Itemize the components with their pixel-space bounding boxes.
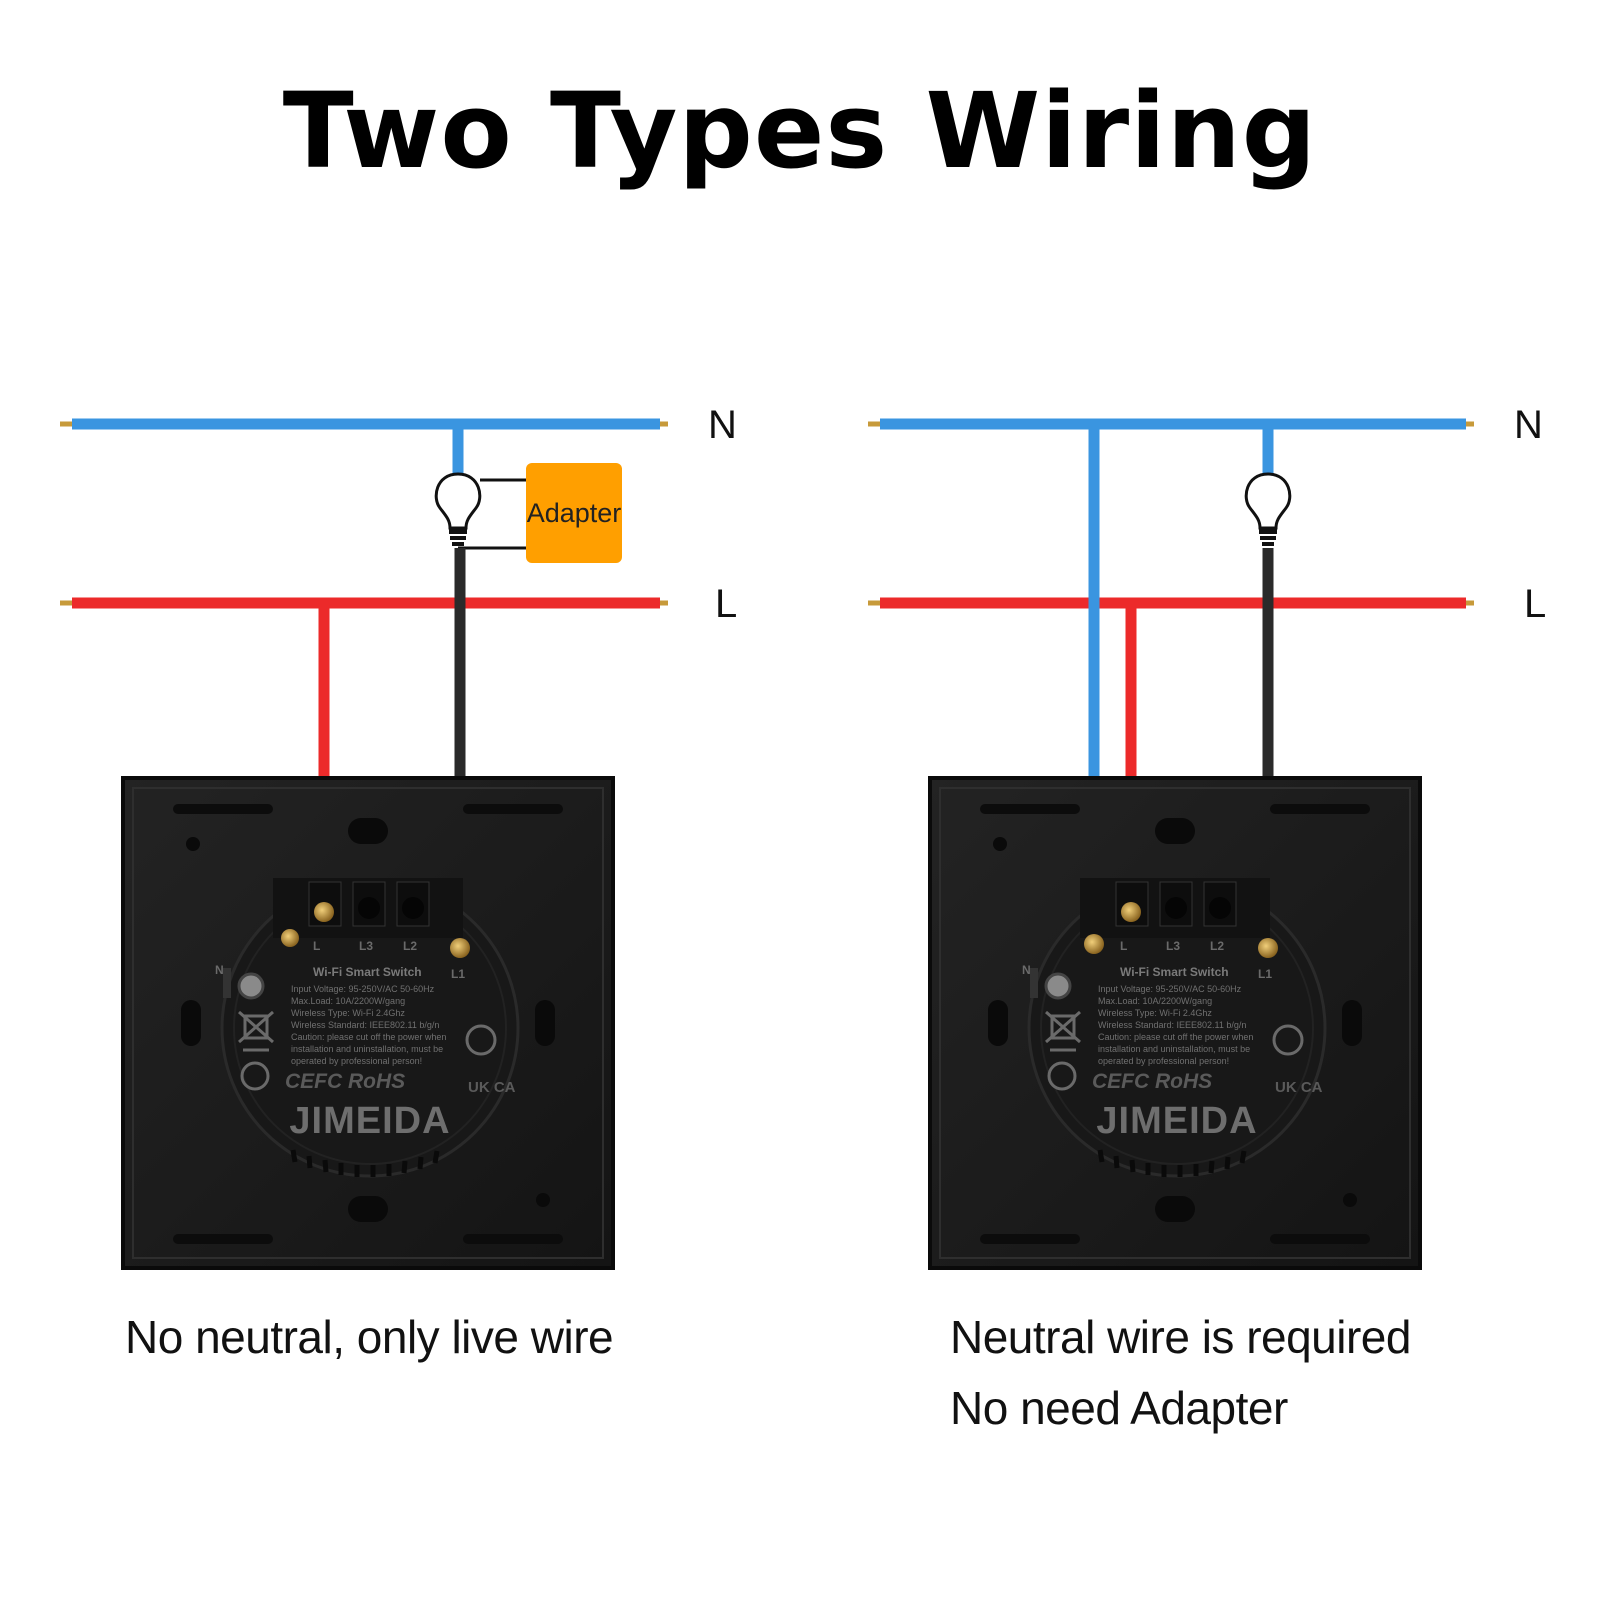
left-diagram: N L Adapter N L L3 L2 L1 Wi- <box>60 403 737 1268</box>
brand-logo: JIMEIDA <box>1096 1100 1257 1142</box>
svg-text:Wi-Fi Smart Switch: Wi-Fi Smart Switch <box>313 965 422 979</box>
svg-text:Wireless Standard: IEEE802.11: Wireless Standard: IEEE802.11 b/g/n <box>291 1020 439 1030</box>
svg-text:L1: L1 <box>1258 967 1272 981</box>
adapter-box <box>526 463 622 563</box>
svg-text:Max.Load: 10A/2200W/gang: Max.Load: 10A/2200W/gang <box>1098 996 1212 1006</box>
light-bulb-icon <box>1244 472 1292 546</box>
svg-text:Wireless Type: Wi-Fi 2.4Ghz: Wireless Type: Wi-Fi 2.4Ghz <box>1098 1008 1212 1018</box>
switch-back-panel: N L L3 L2 L1 Wi-Fi Smart Switch Input Vo… <box>930 778 1420 1268</box>
svg-text:installation and uninstallatio: installation and uninstallation, must be <box>1098 1044 1250 1054</box>
svg-text:Wireless Standard: IEEE802.11: Wireless Standard: IEEE802.11 b/g/n <box>1098 1020 1246 1030</box>
right-diagram: N L N L L3 L2 L1 Wi-Fi Smart Switch <box>868 403 1546 1268</box>
terminal-l <box>1121 902 1141 922</box>
svg-text:UK CA: UK CA <box>468 1079 516 1096</box>
terminal-l <box>314 902 334 922</box>
svg-text:operated by professional perso: operated by professional person! <box>291 1056 422 1066</box>
svg-text:L3: L3 <box>359 939 373 953</box>
svg-text:CEFC RoHS: CEFC RoHS <box>285 1070 405 1093</box>
live-label: L <box>1524 582 1546 626</box>
terminal-n <box>281 929 299 947</box>
svg-text:L2: L2 <box>1210 939 1224 953</box>
svg-text:installation and uninstallatio: installation and uninstallation, must be <box>291 1044 443 1054</box>
neutral-label: N <box>1514 403 1543 447</box>
svg-text:N: N <box>1022 963 1031 977</box>
page-title: Two Types Wiring <box>282 70 1318 192</box>
svg-text:L3: L3 <box>1166 939 1180 953</box>
svg-text:L2: L2 <box>403 939 417 953</box>
neutral-label: N <box>708 403 737 447</box>
terminal-n <box>1084 934 1104 954</box>
svg-text:L1: L1 <box>451 967 465 981</box>
adapter-label: Adapter <box>527 498 622 528</box>
svg-text:UK CA: UK CA <box>1275 1079 1323 1096</box>
svg-text:Max.Load: 10A/2200W/gang: Max.Load: 10A/2200W/gang <box>291 996 405 1006</box>
svg-text:CEFC RoHS: CEFC RoHS <box>1092 1070 1212 1093</box>
svg-text:L: L <box>1120 939 1127 953</box>
svg-text:Caution: please cut off the po: Caution: please cut off the power when <box>291 1032 446 1042</box>
light-bulb-icon <box>434 472 482 546</box>
svg-text:Input Voltage: 95-250V/AC 50-6: Input Voltage: 95-250V/AC 50-60Hz <box>291 984 435 994</box>
svg-text:Caution: please cut off the po: Caution: please cut off the power when <box>1098 1032 1253 1042</box>
right-caption-line1: Neutral wire is required <box>950 1311 1411 1363</box>
terminal-l1 <box>1258 938 1278 958</box>
svg-text:Wi-Fi Smart Switch: Wi-Fi Smart Switch <box>1120 965 1229 979</box>
live-label: L <box>715 582 737 626</box>
terminal-l1 <box>450 938 470 958</box>
svg-text:N: N <box>215 963 224 977</box>
brand-logo: JIMEIDA <box>289 1100 450 1142</box>
svg-text:Input Voltage: 95-250V/AC 50-6: Input Voltage: 95-250V/AC 50-60Hz <box>1098 984 1242 994</box>
switch-back-panel: N L L3 L2 L1 Wi-Fi Smart Switch Input Vo… <box>123 778 613 1268</box>
svg-text:Wireless Type: Wi-Fi 2.4Ghz: Wireless Type: Wi-Fi 2.4Ghz <box>291 1008 405 1018</box>
left-caption: No neutral, only live wire <box>125 1311 614 1363</box>
right-caption-line2: No need Adapter <box>950 1382 1288 1434</box>
svg-text:L: L <box>313 939 320 953</box>
svg-text:operated by professional perso: operated by professional person! <box>1098 1056 1229 1066</box>
